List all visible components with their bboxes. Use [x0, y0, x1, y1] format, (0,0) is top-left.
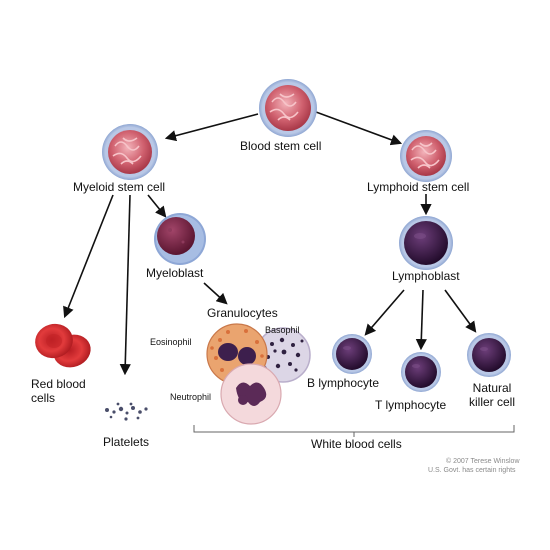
- b-lymphocyte-illustration: [332, 334, 372, 374]
- label-white-blood-cells: White blood cells: [311, 437, 402, 451]
- label-t-lymphocyte: T lymphocyte: [375, 398, 447, 412]
- arrow-lymphoblast-to-natural-killer: [444, 289, 477, 333]
- label-lymphoid-stem-cell: Lymphoid stem cell: [367, 180, 470, 194]
- label-lymphoblast: Lymphoblast: [392, 269, 460, 283]
- label-myeloblast: Myeloblast: [146, 266, 204, 280]
- label-basophil: Basophil: [265, 325, 300, 335]
- arrow-stem-to-lymphoid: [315, 111, 403, 146]
- arrow-myeloblast-to-granulocytes: [203, 282, 228, 305]
- blood-stem-cell-illustration: [259, 79, 317, 137]
- platelets-illustration: [105, 402, 148, 421]
- label-myeloid-stem-cell: Myeloid stem cell: [73, 180, 166, 194]
- white-blood-cells-bracket: [193, 425, 515, 433]
- label-neutrophil: Neutrophil: [170, 392, 212, 402]
- label-blood-stem-cell: Blood stem cell: [240, 139, 322, 153]
- label-red-blood-cells: Red blood cells: [31, 377, 86, 405]
- label-natural-killer-cell: Natural killer cell: [469, 381, 516, 409]
- label-eosinophil: Eosinophil: [150, 337, 192, 347]
- lymphoid-stem-cell-illustration: [400, 130, 452, 182]
- red-blood-cells-illustration: [35, 323, 91, 368]
- neutrophil-illustration: [220, 363, 282, 425]
- label-granulocytes: Granulocytes: [207, 306, 278, 320]
- myeloblast-illustration: [154, 213, 206, 265]
- arrow-myeloid-to-myeloblast: [147, 194, 167, 218]
- natural-killer-cell-illustration: [467, 333, 511, 377]
- lymphoblast-illustration: [399, 216, 453, 270]
- arrow-myeloid-to-red-blood-cells: [63, 194, 114, 319]
- arrow-lymphoblast-to-t-lymphocyte: [415, 289, 427, 351]
- credit-line-2: U.S. Govt. has certain rights: [428, 467, 516, 474]
- label-b-lymphocyte: B lymphocyte: [307, 376, 380, 390]
- arrow-lymphoblast-to-b-lymphocyte: [364, 289, 405, 336]
- credit-line-1: © 2007 Terese Winslow: [446, 458, 520, 465]
- t-lymphocyte-illustration: [401, 352, 441, 392]
- arrows: [63, 111, 477, 376]
- arrow-stem-to-myeloid: [164, 113, 259, 142]
- label-platelets: Platelets: [103, 435, 150, 449]
- arrow-myeloid-to-platelets: [119, 194, 131, 376]
- myeloid-stem-cell-illustration: [102, 124, 158, 180]
